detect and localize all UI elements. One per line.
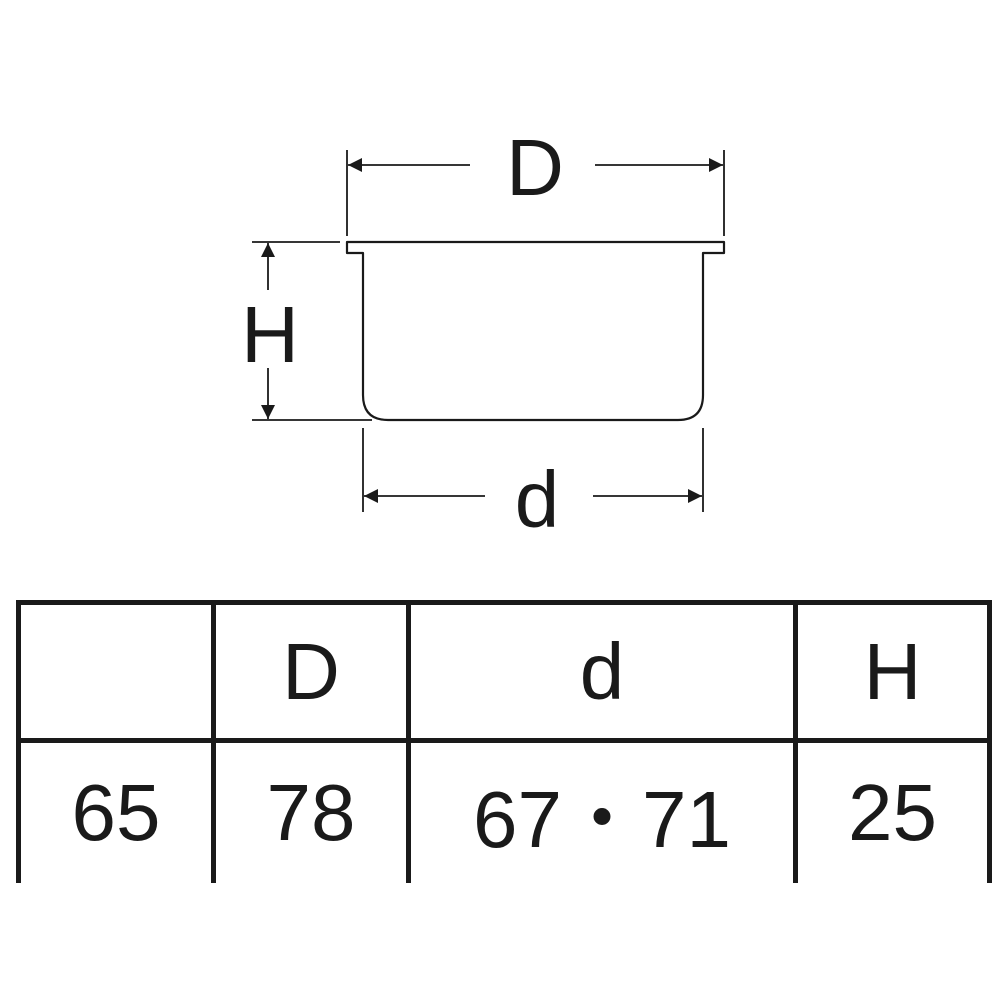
- cell-H: 25: [793, 738, 992, 883]
- cup-outline: [345, 240, 726, 422]
- dimension-table: D d H 65 78 67・71 25: [16, 600, 992, 883]
- table-header-row: D d H: [16, 600, 992, 743]
- table-row: 65 78 67・71 25: [16, 738, 992, 883]
- header-cell-H: H: [793, 600, 992, 743]
- header-cell-size: [16, 600, 216, 743]
- cell-size: 65: [16, 738, 216, 883]
- header-cell-d: d: [406, 600, 798, 743]
- dimension-diagram: D H d: [241, 123, 726, 544]
- dim-H-label: H: [241, 290, 299, 379]
- header-cell-D: D: [211, 600, 411, 743]
- dim-D-label: D: [506, 123, 564, 212]
- cell-d: 67・71: [406, 738, 798, 883]
- dim-d-label: d: [515, 455, 560, 544]
- cell-D: 78: [211, 738, 411, 883]
